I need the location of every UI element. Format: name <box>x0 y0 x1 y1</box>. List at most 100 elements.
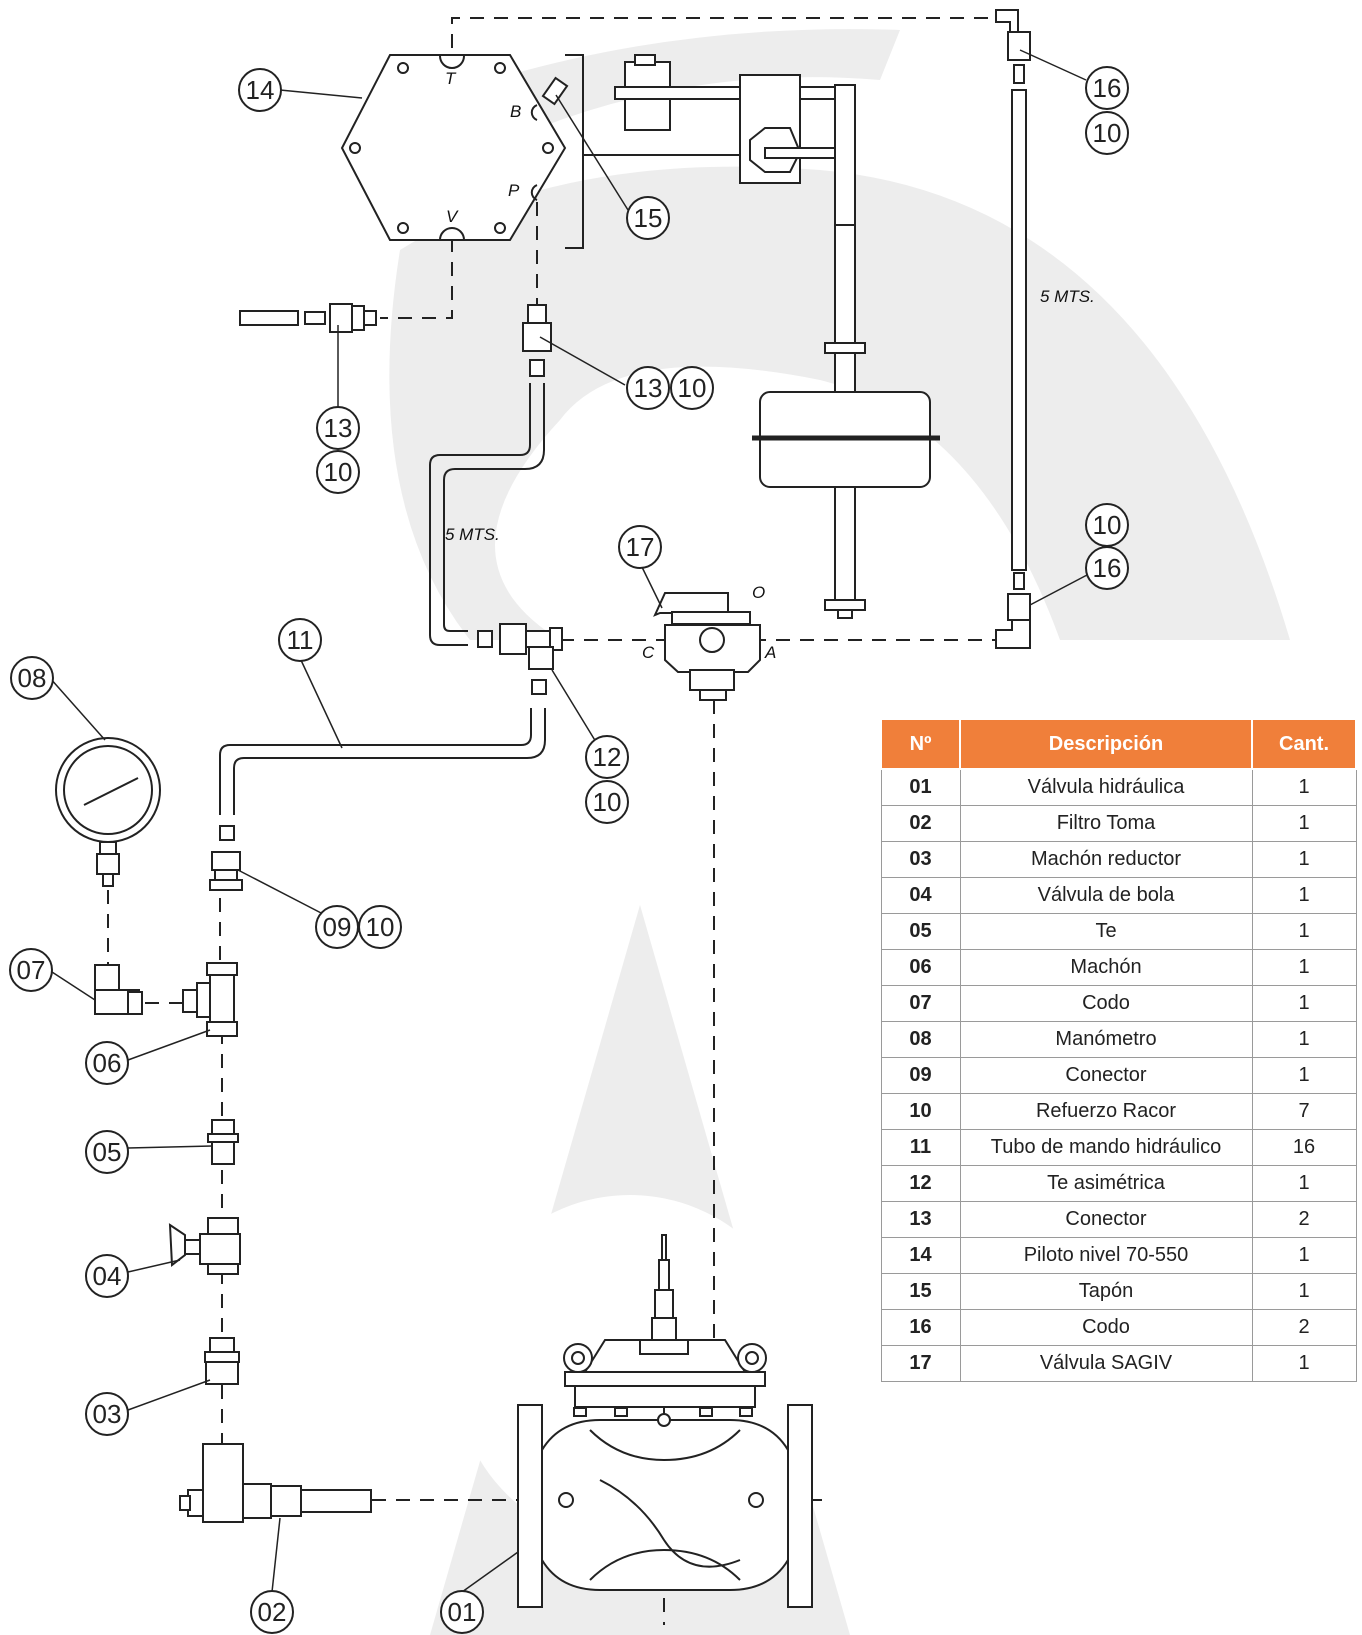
float-mechanism <box>565 54 940 619</box>
callout-01: 01 <box>448 1597 477 1627</box>
cap-15 <box>541 76 569 106</box>
asymmetric-tee-12 <box>477 623 563 695</box>
row-description: Te asimétrica <box>959 1165 1253 1202</box>
callout-16: 16 <box>1093 73 1122 103</box>
row-quantity: 1 <box>1251 949 1357 986</box>
row-quantity: 1 <box>1251 1021 1357 1058</box>
row-description: Codo <box>959 985 1253 1022</box>
nipple-05 <box>207 1119 239 1165</box>
row-number: 12 <box>880 1165 961 1202</box>
callout-12: 12 <box>593 742 622 772</box>
row-description: Válvula hidráulica <box>959 768 1253 806</box>
port-o: O <box>752 583 765 602</box>
header-quantity: Cant. <box>1251 718 1357 770</box>
row-quantity: 1 <box>1251 1345 1357 1382</box>
row-description: Tapón <box>959 1273 1253 1310</box>
row-quantity: 7 <box>1251 1093 1357 1130</box>
header-description: Descripción <box>959 718 1253 770</box>
callout-13: 13 <box>324 413 353 443</box>
port-b: B <box>510 102 521 121</box>
row-description: Conector <box>959 1057 1253 1094</box>
row-quantity: 1 <box>1251 805 1357 842</box>
port-c: C <box>642 643 655 662</box>
row-description: Machón <box>959 949 1253 986</box>
row-quantity: 2 <box>1251 1309 1357 1346</box>
callout-04: 04 <box>93 1261 122 1291</box>
callout-16: 16 <box>1093 553 1122 583</box>
pilot-level-14 <box>340 54 567 241</box>
callout-06: 06 <box>93 1048 122 1078</box>
row-number: 08 <box>880 1021 961 1058</box>
callout-10: 10 <box>324 457 353 487</box>
row-description: Manómetro <box>959 1021 1253 1058</box>
row-quantity: 1 <box>1251 1237 1357 1274</box>
row-description: Piloto nivel 70-550 <box>959 1237 1253 1274</box>
sagiv-valve-17 <box>653 592 761 701</box>
callout-10: 10 <box>366 912 395 942</box>
header-number: Nº <box>880 718 961 770</box>
row-number: 15 <box>880 1273 961 1310</box>
row-quantity: 1 <box>1251 985 1357 1022</box>
row-number: 05 <box>880 913 961 950</box>
callout-11: 11 <box>287 625 314 655</box>
table-header-row: Nº Descripción Cant. <box>880 718 1357 770</box>
port-a: A <box>764 643 776 662</box>
row-description: Válvula SAGIV <box>959 1345 1253 1382</box>
row-description: Tubo de mando hidráulico <box>959 1129 1253 1166</box>
row-quantity: 16 <box>1251 1129 1357 1166</box>
right-tube-length: 5 MTS. <box>1040 287 1095 306</box>
callout-10: 10 <box>1093 118 1122 148</box>
reducer-03 <box>204 1337 240 1385</box>
callout-07: 07 <box>17 955 46 985</box>
callout-13: 13 <box>634 373 663 403</box>
row-quantity: 1 <box>1251 913 1357 950</box>
filter-02 <box>179 1443 372 1523</box>
row-number: 06 <box>880 949 961 986</box>
callout-rings <box>9 66 1129 1634</box>
callout-10: 10 <box>593 787 622 817</box>
callout-08: 08 <box>18 663 47 693</box>
port-v: V <box>446 207 459 226</box>
row-number: 10 <box>880 1093 961 1130</box>
row-number: 11 <box>880 1129 961 1166</box>
callout-14: 14 <box>246 75 275 105</box>
row-number: 04 <box>880 877 961 914</box>
callout-10: 10 <box>678 373 707 403</box>
row-quantity: 1 <box>1251 1165 1357 1202</box>
row-number: 14 <box>880 1237 961 1274</box>
callout-17: 17 <box>626 532 655 562</box>
port-p: P <box>508 181 520 200</box>
row-description: Te <box>959 913 1253 950</box>
row-number: 17 <box>880 1345 961 1382</box>
port-t: T <box>445 69 457 88</box>
row-quantity: 1 <box>1251 1057 1357 1094</box>
left-tube-length: 5 MTS. <box>445 525 500 544</box>
hydraulic-valve-01 <box>517 1234 813 1608</box>
right-tube-assembly <box>995 9 1031 649</box>
row-description: Codo <box>959 1309 1253 1346</box>
callout-02: 02 <box>258 1597 287 1627</box>
row-quantity: 1 <box>1251 768 1357 806</box>
row-number: 13 <box>880 1201 961 1238</box>
callout-03: 03 <box>93 1399 122 1429</box>
row-description: Válvula de bola <box>959 877 1253 914</box>
connector-13-v <box>239 303 377 333</box>
callout-10: 10 <box>1093 510 1122 540</box>
row-quantity: 1 <box>1251 877 1357 914</box>
callout-15: 15 <box>634 203 663 233</box>
manometer-08 <box>55 737 161 887</box>
